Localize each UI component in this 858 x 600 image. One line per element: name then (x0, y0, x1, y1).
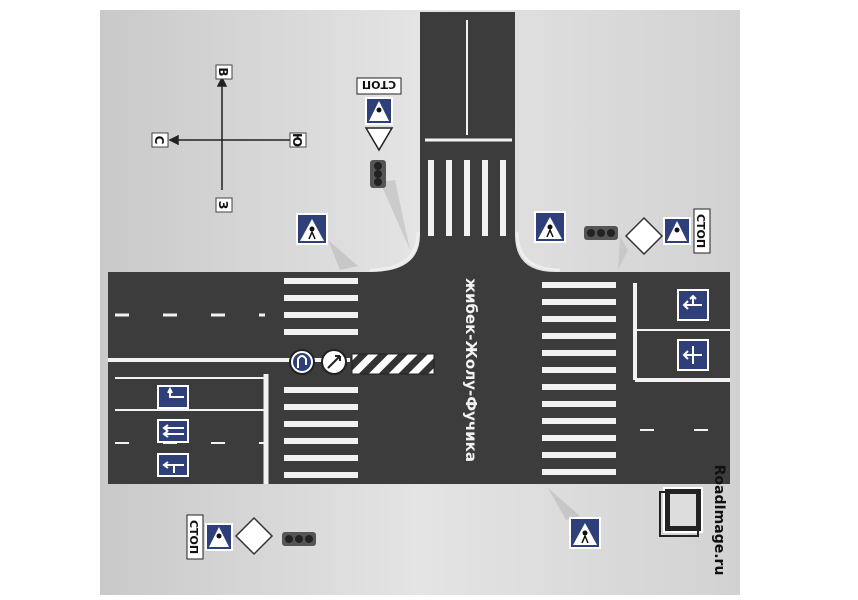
svg-text:С: С (152, 136, 166, 145)
lane-arrow-sign-1 (157, 385, 189, 409)
stop-plate-bottom-text: СТОП (187, 520, 200, 554)
roads (108, 12, 730, 484)
stop-plate-top-text: СТОП (362, 78, 396, 91)
traffic-light-top (370, 160, 410, 250)
compass-south: Ю (289, 132, 307, 148)
stop-sign-bottom: СТОП (186, 514, 233, 560)
stop-sign-top: СТОП (356, 77, 402, 125)
crosswalk-top (428, 160, 506, 236)
crosswalk-right (542, 282, 616, 475)
side-road (370, 12, 555, 272)
traffic-light-right (584, 226, 628, 270)
watermark-text: RoadImage.ru (711, 465, 727, 576)
svg-text:В: В (216, 67, 230, 76)
street-name-label: жибек-Жолу-Фучика (460, 278, 484, 462)
compass-east: В (215, 64, 233, 80)
street-name-text: жибек-Жолу-Фучика (462, 278, 480, 462)
lane-arrow-sign-3 (157, 453, 189, 477)
svg-text:Ю: Ю (290, 133, 304, 147)
priority-sign-right (624, 216, 664, 256)
pedestrian-crossing-sign-3 (548, 488, 601, 549)
watermark: RoadImage.ru (711, 465, 727, 576)
pedestrian-crossing-sign-2 (534, 211, 566, 243)
watermark-logo (659, 487, 703, 537)
compass-rose (168, 76, 290, 190)
lane-arrow-sign-2 (157, 419, 189, 443)
yield-sign-top (364, 127, 394, 152)
lane-arrow-sign-5 (677, 339, 709, 371)
priority-sign-bottom (234, 516, 274, 556)
compass-north: С (151, 132, 169, 148)
compass-west: З (215, 197, 233, 213)
crosswalk-left (284, 278, 358, 478)
median-island (351, 353, 435, 375)
stop-sign-right: СТОП (663, 208, 711, 254)
median-sign-uturn (289, 349, 315, 375)
lane-arrow-sign-4 (677, 289, 709, 321)
svg-text:З: З (216, 201, 230, 210)
pedestrian-crossing-sign-1 (296, 213, 358, 270)
median-sign-keep-right (321, 349, 347, 375)
stop-plate-right-text: СТОП (694, 214, 707, 248)
traffic-light-bottom (282, 532, 316, 546)
